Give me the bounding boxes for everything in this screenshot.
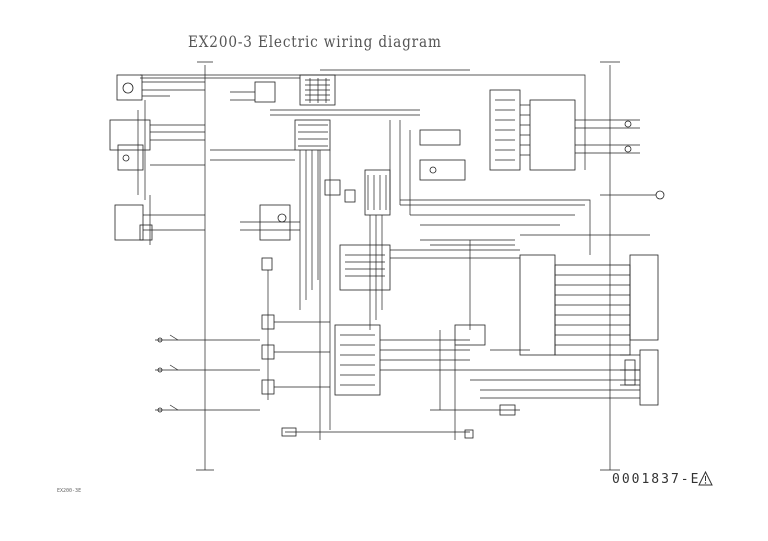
- fuse-box: [299, 74, 336, 106]
- lamp-group: [419, 129, 665, 200]
- monitor-controller-group: [114, 195, 205, 245]
- wire-bundles: [210, 120, 591, 440]
- center-module: [339, 244, 520, 291]
- pump-controller-lower-right: [470, 349, 659, 406]
- battery-relay-group: [116, 74, 276, 103]
- key-switch-group: [109, 100, 205, 200]
- switch-group-left: [155, 334, 260, 413]
- lower-right-sensors: [430, 324, 530, 440]
- main-harness: [140, 61, 620, 471]
- right-controller-upper: [489, 89, 640, 171]
- lower-center-controller: [281, 324, 470, 437]
- solenoid-valves: [261, 257, 330, 400]
- alternator-group: [240, 204, 300, 241]
- relay-block: [270, 109, 420, 310]
- document-number: 0001837-E: [612, 472, 701, 487]
- main-controller-right: [469, 234, 659, 356]
- warning-triangle-icon: [698, 471, 713, 486]
- connector-stack: [324, 169, 391, 330]
- diagram-title: EX200-3 Electric wiring diagram: [188, 32, 442, 51]
- sheet-label: EX200-3E: [57, 488, 82, 494]
